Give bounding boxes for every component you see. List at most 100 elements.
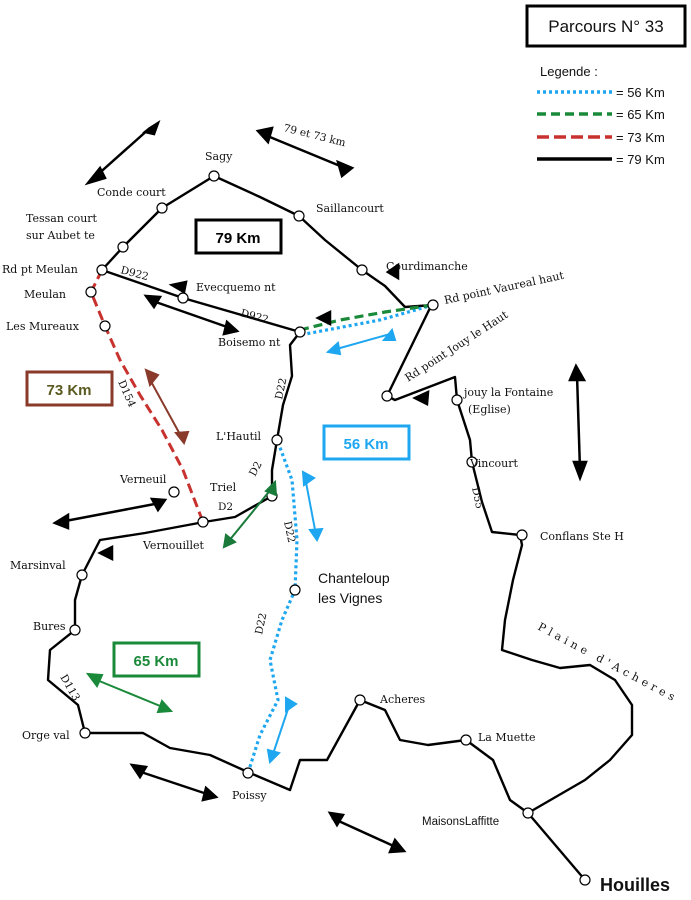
marker-poissy xyxy=(242,767,254,779)
marker-boisemont xyxy=(294,326,306,338)
arrow-black-right xyxy=(575,374,582,471)
arrowhead-evecq xyxy=(222,319,240,336)
route-65-line xyxy=(299,303,434,332)
marker-verneuil xyxy=(168,486,180,498)
arrow-black-top xyxy=(264,133,346,170)
label-vincourt: Vincourt xyxy=(469,457,518,470)
triangle-marsinval xyxy=(97,544,114,562)
legend-label-73: = 73 Km xyxy=(616,130,665,145)
label-poissy: Poissy xyxy=(232,789,267,802)
marker-rdptmeulan xyxy=(96,264,108,276)
triangle-jouy xyxy=(412,389,430,406)
label-vaureal: Rd point Vaureal haut xyxy=(443,269,566,307)
arrow-fletch-green-orgeval xyxy=(85,672,104,688)
km-box-56 xyxy=(322,424,411,461)
map-title: Parcours N° 33 xyxy=(548,17,663,36)
arrowhead-blue-top xyxy=(325,341,342,356)
arrowhead-blue-mid xyxy=(308,527,324,543)
arrowhead-bottom xyxy=(388,837,407,854)
arrow-blue-bottom xyxy=(271,702,291,758)
km-box-65 xyxy=(112,641,201,678)
marker-conflans xyxy=(516,529,528,541)
arrow-green-triel xyxy=(227,487,273,543)
marker-lhautil xyxy=(271,434,283,446)
km-box-73 xyxy=(25,370,114,407)
arrow-blue-top xyxy=(332,333,391,351)
label-verneuil: Verneuil xyxy=(119,473,167,486)
label-jouy-2: (Eglise) xyxy=(468,403,511,416)
km-label-56: 56 Km xyxy=(343,436,388,453)
arrow-black-evecq xyxy=(149,298,231,330)
legend-label-79: = 79 Km xyxy=(616,152,665,167)
arrow-fletch-bottom xyxy=(327,811,346,828)
label-maisons: MaisonsLaffitte xyxy=(422,816,499,828)
legend: Legende : = 56 Km = 65 Km = 73 Km = 79 K… xyxy=(537,64,665,167)
label-marsinval: Marsinval xyxy=(10,559,66,572)
label-plaine: Plaine d'Acheres xyxy=(536,620,681,705)
label-acheres: Acheres xyxy=(379,693,425,706)
arrowhead-verneuil xyxy=(52,512,70,530)
legend-label-65: = 65 Km xyxy=(616,107,665,122)
triangle-courdimanche xyxy=(385,262,400,281)
road-d113: D113 xyxy=(57,673,82,704)
marker-jouy xyxy=(451,394,463,406)
legend-heading: Legende : xyxy=(540,64,598,79)
arrow-fletch-evecq xyxy=(143,294,163,310)
road-d922-b: D922 xyxy=(239,307,270,326)
marker-conde xyxy=(156,202,168,214)
label-chanteloup-2: les Vignes xyxy=(318,590,382,606)
label-lamuette: La Muette xyxy=(478,731,536,744)
arrow-black-poissy xyxy=(134,768,211,797)
marker-vernouillet xyxy=(197,516,209,528)
road-labels: D922 D922 D22 D22 D22 D2 D2 D154 D113 D5… xyxy=(57,122,485,703)
marker-meulan xyxy=(85,286,97,298)
km-box-79 xyxy=(194,218,283,255)
arrow-fletch-blue-top xyxy=(381,327,397,341)
arrow-fletch-poissy xyxy=(129,763,149,780)
arrow-blue-mid xyxy=(304,476,317,536)
arrowhead-blue-bottom xyxy=(266,748,281,765)
arrowhead-right xyxy=(568,363,587,382)
marker-vaureal xyxy=(427,299,439,311)
direction-arrows xyxy=(52,120,588,854)
label-vernouillet: Vernouillet xyxy=(142,539,205,552)
marker-tessan xyxy=(117,241,129,253)
arrow-black-nw xyxy=(94,127,151,178)
arrow-green-orgeval xyxy=(91,677,166,709)
label-evecquemont: Evecquemo nt xyxy=(196,281,276,294)
arrow-black-bottom xyxy=(331,816,399,850)
marker-orgeval xyxy=(79,727,91,739)
road-d55: D55 xyxy=(469,486,485,510)
label-boisemont: Boisemo nt xyxy=(218,336,281,349)
label-bures: Bures xyxy=(33,620,66,633)
label-rdptmeulan: Rd pt Meulan xyxy=(2,263,78,276)
label-chanteloup-1: Chanteloup xyxy=(318,570,390,586)
marker-houilles xyxy=(579,874,591,886)
marker-sagy xyxy=(208,170,220,182)
arrow-fletch-right xyxy=(572,460,588,482)
label-orgeval: Orge val xyxy=(22,729,70,742)
arrowhead-red xyxy=(174,430,190,446)
label-tessan-1: Tessan court xyxy=(26,212,98,225)
label-tessan-2: sur Aubet te xyxy=(26,229,95,242)
arrow-fletch-blue-mid xyxy=(301,470,316,487)
marker-maisons xyxy=(522,807,534,819)
legend-label-56: = 56 Km xyxy=(616,85,665,100)
arrow-red xyxy=(147,375,183,439)
km-label-65: 65 Km xyxy=(133,653,178,670)
road-d2-a: D2 xyxy=(247,459,265,478)
arrowhead-top xyxy=(255,126,274,145)
label-conde: Conde court xyxy=(97,186,166,199)
label-courdimanche: Courdimanche xyxy=(386,260,468,273)
marker-courdimanche xyxy=(356,264,368,276)
label-houilles: Houilles xyxy=(600,875,670,895)
arrow-black-verneuil xyxy=(59,501,161,524)
arrow-fletch-nw xyxy=(142,120,161,136)
marker-bures xyxy=(69,624,81,636)
road-d22-b: D22 xyxy=(281,520,297,544)
title-box xyxy=(525,4,687,48)
label-mureaux: Les Mureaux xyxy=(6,320,80,333)
label-meulan: Meulan xyxy=(24,288,66,301)
label-jouy-1: jouy la Fontaine xyxy=(462,386,553,399)
